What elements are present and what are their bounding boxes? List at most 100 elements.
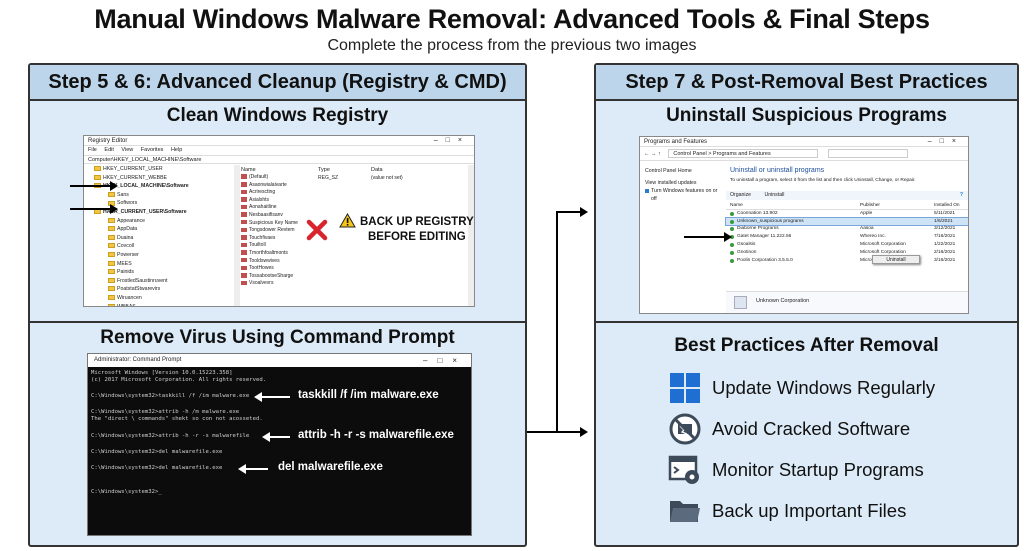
programs-sidebar: Control Panel Home View installed update…	[640, 163, 726, 313]
left-panel-header: Step 5 & 6: Advanced Cleanup (Registry &…	[30, 65, 525, 101]
program-date: 1/6/2021	[934, 218, 953, 224]
window-controls-icon[interactable]: –□×	[433, 137, 470, 144]
string-value-icon	[241, 242, 247, 248]
registry-tree-item[interactable]: PoatstatStwarevirs	[84, 285, 235, 294]
section-divider	[596, 321, 1017, 323]
registry-value-name: Nesbaasifisanv	[249, 211, 283, 218]
registry-value-row[interactable]: Tooldswwives	[241, 258, 474, 266]
registry-value-row[interactable]: Asialshts	[241, 197, 474, 205]
registry-tree-item[interactable]: Appearance	[84, 217, 235, 226]
side-link[interactable]: View installed updates	[645, 180, 697, 186]
registry-tree-item[interactable]: Powerser	[84, 251, 235, 260]
uninstall-toolbar-button[interactable]: Uninstall	[764, 192, 785, 198]
registry-tree-item[interactable]: WBBAS	[84, 303, 235, 306]
values-scrollbar[interactable]	[468, 165, 474, 306]
registry-tree-item[interactable]: Softwors	[84, 199, 235, 208]
programs-details-pane: Unknown Corporation	[726, 291, 968, 313]
programs-heading: Uninstall or uninstall programs	[730, 167, 825, 174]
registry-value-row[interactable]: Vsoalvevrs	[241, 280, 474, 288]
program-name: Coonnation 13.902	[737, 210, 778, 216]
window-controls-icon[interactable]: –□×	[423, 356, 467, 365]
string-value-icon	[241, 182, 247, 187]
registry-value-name: Vsoalvevrs	[249, 280, 274, 287]
arrow-right-icon	[70, 204, 118, 214]
menu-edit[interactable]: Edit	[104, 147, 114, 153]
uninstall-context-button[interactable]: Uninstall	[872, 255, 920, 264]
program-publisher: Aasoa	[860, 226, 874, 232]
folder-icon	[670, 501, 700, 522]
registry-value-row[interactable]: Touchfivaes	[241, 235, 474, 243]
nav-back-icon[interactable]: ← → ↑	[644, 151, 661, 157]
registry-tree-item[interactable]: Covcoll	[84, 242, 235, 251]
connector-line	[527, 431, 557, 433]
registry-tree-item[interactable]: HKEY_CURRENT_WEBBE	[84, 174, 235, 183]
string-value-icon	[241, 174, 247, 179]
registry-value-row[interactable]: TossabootseSharge	[241, 273, 474, 281]
registry-tree-item[interactable]: HKEY_CURRENT_USER	[84, 165, 235, 174]
program-row[interactable]: Diaborne Programs Aasoa 3/12/2021	[726, 225, 968, 233]
menu-help[interactable]: Help	[170, 147, 183, 153]
registry-address-bar[interactable]: Computer\HKEY_LOCAL_MACHINE\Software	[84, 155, 474, 164]
col-name[interactable]: Name	[241, 167, 256, 173]
side-link[interactable]: Turn Windows features on or off	[645, 187, 721, 203]
col-type[interactable]: Type	[318, 167, 330, 173]
col-publisher[interactable]: Publisher	[860, 203, 880, 208]
registry-value-row[interactable]: Aonahaitline	[241, 204, 474, 212]
window-controls-icon[interactable]: –□×	[927, 138, 964, 145]
string-value-icon	[241, 227, 247, 233]
registry-value-name: Aonahaitline	[249, 204, 277, 211]
string-value-icon	[241, 265, 247, 271]
programs-search-input[interactable]	[827, 149, 908, 159]
registry-value-row[interactable]: (Default)	[241, 174, 474, 182]
cmd-prompt-line[interactable]: C:\Windows\system32>_	[91, 489, 162, 495]
registry-tree-item[interactable]: MEES	[84, 260, 235, 269]
registry-tree-item[interactable]: Wiruancen	[84, 294, 235, 303]
program-date: 3/16/2021	[934, 257, 956, 263]
registry-value-row[interactable]: Asaonwialaivarte	[241, 182, 474, 190]
registry-tree-item[interactable]: FrostledSaustinruvent	[84, 277, 235, 286]
arrow-left-icon	[238, 464, 268, 474]
delete-x-icon	[306, 219, 328, 241]
program-date: 3/12/2021	[934, 226, 956, 232]
registry-value-row[interactable]: Suspicious Key Name	[241, 220, 474, 228]
registry-section: Clean Windows Registry	[30, 105, 525, 127]
registry-value-row[interactable]: Tmorthfoaltmonts	[241, 250, 474, 258]
arrow-left-icon	[254, 392, 290, 402]
col-data[interactable]: Data	[371, 167, 383, 173]
side-link[interactable]: Control Panel Home	[645, 168, 692, 174]
registry-value-row[interactable]: Tongsdower Revtem	[241, 227, 474, 235]
registry-value-name: Tmorthfoaltmonts	[249, 249, 288, 256]
menu-file[interactable]: File	[88, 147, 97, 153]
string-value-icon	[241, 257, 247, 263]
menu-favorites[interactable]: Favorites	[140, 147, 164, 153]
registry-value-row[interactable]: Nesbaasifisanv	[241, 212, 474, 220]
tree-scrollbar[interactable]	[234, 165, 240, 306]
registry-tree-item[interactable]: Sans	[84, 191, 235, 200]
registry-value-row[interactable]: Touiltoll	[241, 242, 474, 250]
menu-view[interactable]: View	[121, 147, 134, 153]
registry-tree-item[interactable]: AppData	[84, 225, 235, 234]
folder-icon	[108, 234, 115, 240]
registry-value-row[interactable]: TootHowes	[241, 265, 474, 273]
registry-values-pane: Name Type Data (Default)Asaonwialaivarte…	[241, 165, 474, 306]
programs-nav-bar: ← → ↑ Control Panel > Programs and Featu…	[640, 147, 968, 161]
col-name[interactable]: Name	[730, 203, 743, 208]
help-icon[interactable]: ?	[959, 192, 963, 198]
string-value-icon	[241, 219, 247, 225]
registry-value-row[interactable]: Acrirescting	[241, 189, 474, 197]
default-type: REG_SZ	[318, 175, 339, 181]
registry-tree-item[interactable]: Duaina	[84, 234, 235, 243]
programs-breadcrumb[interactable]: Control Panel > Programs and Features	[668, 149, 819, 159]
program-name: Diaborne Programs	[737, 226, 779, 232]
col-installed[interactable]: Installed On	[934, 203, 960, 208]
registry-tree-item[interactable]: Painids	[84, 268, 235, 277]
program-publisher: Apple	[860, 210, 873, 216]
organize-button[interactable]: Organize	[730, 192, 752, 198]
